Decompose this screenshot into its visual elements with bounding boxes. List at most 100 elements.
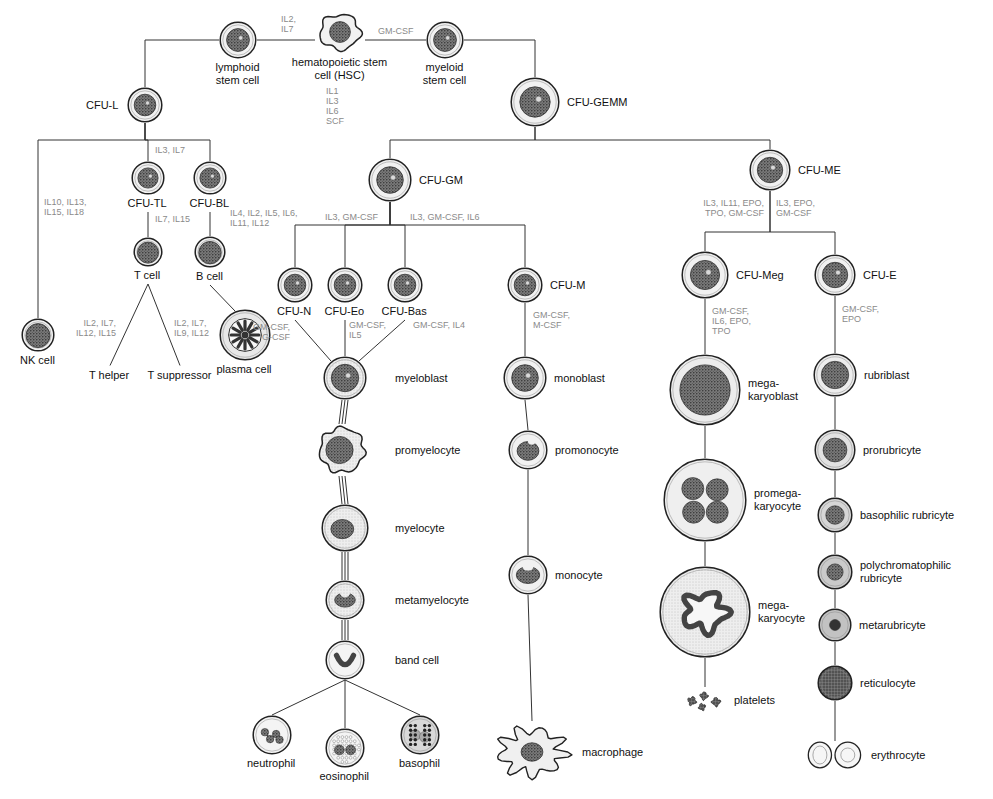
cell-detail bbox=[841, 748, 855, 762]
cell-drawing bbox=[817, 497, 853, 533]
cell-detail bbox=[346, 745, 356, 755]
connector-line bbox=[835, 590, 836, 608]
cell-label: CFU-TL bbox=[128, 197, 167, 210]
cell-detail bbox=[706, 501, 728, 523]
cell-detail bbox=[711, 698, 721, 707]
cell-type-box: T suppressor bbox=[145, 368, 216, 383]
cell-name: promyelocyte bbox=[395, 444, 460, 457]
cell-label: erythrocyte bbox=[871, 749, 925, 762]
cell-detail bbox=[227, 29, 250, 52]
cell-node: CFU-ME bbox=[749, 149, 842, 191]
cell-detail bbox=[753, 153, 787, 187]
cell-detail bbox=[320, 15, 362, 52]
cell-drawing bbox=[683, 687, 727, 713]
cell-detail bbox=[818, 433, 852, 467]
cell-detail bbox=[414, 743, 417, 746]
cell-detail bbox=[509, 556, 547, 594]
cell-detail bbox=[261, 728, 269, 736]
lineage-connector bbox=[345, 680, 346, 728]
cell-detail bbox=[818, 666, 852, 700]
lineage-connector bbox=[148, 212, 149, 237]
cell-detail bbox=[337, 756, 340, 759]
connector-line bbox=[535, 127, 770, 149]
cell-name: CFU-E bbox=[863, 269, 897, 282]
cell-detail bbox=[326, 641, 364, 679]
cell-detail bbox=[250, 338, 257, 342]
cell-name: macrophage bbox=[582, 746, 643, 759]
cell-name: B cell bbox=[196, 270, 223, 283]
cell-label: metamyelocyte bbox=[395, 594, 469, 607]
lineage-connector bbox=[705, 542, 706, 566]
cell-detail bbox=[680, 365, 730, 415]
lineage-connector bbox=[525, 303, 526, 356]
cell-name: platelets bbox=[734, 694, 775, 707]
connector-line bbox=[464, 40, 535, 77]
cell-detail bbox=[528, 437, 536, 445]
lineage-connector bbox=[835, 397, 836, 429]
cell-detail bbox=[428, 738, 431, 741]
cell-detail bbox=[664, 459, 746, 541]
cell-detail bbox=[818, 555, 852, 589]
cell-name: CFU-ME bbox=[798, 164, 841, 177]
cell-drawing bbox=[252, 715, 292, 755]
lineage-connector bbox=[145, 123, 210, 161]
lineage-connector bbox=[464, 40, 535, 77]
cell-name: metamyelocyte bbox=[395, 594, 469, 607]
cell-detail bbox=[821, 558, 849, 586]
cell-node: CFU-M bbox=[507, 267, 587, 303]
cell-detail bbox=[197, 165, 223, 191]
cell-detail bbox=[281, 271, 309, 299]
cell-detail bbox=[522, 562, 533, 570]
cell-label: myeloid stem cell bbox=[415, 61, 475, 87]
connector-line bbox=[295, 320, 331, 361]
cell-detail bbox=[808, 742, 831, 768]
cell-detail bbox=[353, 756, 356, 759]
cell-detail bbox=[818, 498, 852, 532]
cell-label: CFU-BL bbox=[190, 197, 230, 210]
cell-name: prorubricyte bbox=[863, 444, 921, 457]
connector-line bbox=[145, 123, 210, 161]
cell-detail bbox=[511, 78, 559, 126]
cell-name: myelocyte bbox=[395, 522, 445, 535]
cell-detail bbox=[278, 268, 312, 302]
connector-line bbox=[345, 552, 346, 580]
cell-drawing bbox=[131, 161, 165, 195]
lineage-connector bbox=[339, 400, 348, 424]
cell-drawing bbox=[503, 356, 547, 400]
cell-label: T suppressor bbox=[148, 369, 212, 382]
lineage-connector bbox=[705, 426, 706, 458]
cell-detail bbox=[333, 740, 336, 743]
connector-line bbox=[528, 470, 529, 555]
lineage-connector bbox=[528, 595, 532, 721]
cell-detail bbox=[22, 319, 54, 351]
cell-drawing bbox=[315, 10, 365, 54]
cell-detail bbox=[341, 756, 344, 759]
cell-detail bbox=[358, 744, 361, 747]
cytokine-label: IL3, GM-CSF, IL6 bbox=[410, 212, 480, 222]
cell-detail bbox=[660, 567, 750, 657]
cell-name: CFU-Meg bbox=[736, 269, 784, 282]
cell-detail bbox=[827, 564, 843, 580]
cell-drawing bbox=[325, 728, 365, 768]
cell-detail bbox=[146, 101, 150, 105]
cell-name: CFU-BL bbox=[190, 197, 230, 210]
cell-label: T cell bbox=[134, 269, 160, 282]
lineage-connector bbox=[528, 470, 529, 555]
cytokine-label: GM-CSF, IL5 bbox=[349, 320, 391, 340]
connector-line bbox=[835, 701, 836, 741]
cell-detail bbox=[325, 508, 365, 548]
cell-detail bbox=[248, 340, 252, 347]
lineage-connector bbox=[835, 296, 836, 353]
cell-node: B cell bbox=[194, 236, 226, 283]
cell-node: CFU-GEMM bbox=[510, 77, 629, 127]
cell-detail bbox=[409, 743, 412, 746]
cell-label: CFU-N bbox=[277, 305, 311, 318]
lineage-connector bbox=[145, 40, 219, 87]
cell-node: hematopoietic stem cell (HSC) bbox=[292, 10, 389, 82]
cell-label: CFU-Bas bbox=[382, 305, 427, 318]
cell-name: mega- karyoblast bbox=[748, 377, 798, 403]
cytokine-label: IL1 IL3 IL6 SCF bbox=[326, 86, 344, 126]
cell-detail bbox=[430, 25, 460, 55]
cell-node: monoblast bbox=[503, 356, 606, 400]
cell-detail bbox=[514, 81, 556, 123]
